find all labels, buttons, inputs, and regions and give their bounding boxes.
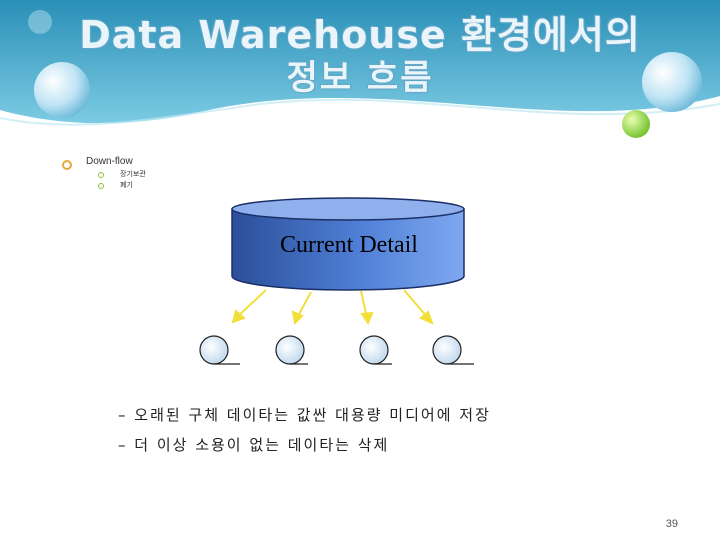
archive-disc-icons [200,336,474,364]
tape-disc-icon [276,336,308,364]
current-detail-label: Current Detail [234,232,464,259]
tape-disc-icon [433,336,474,364]
down-flow-arrows [233,290,432,323]
note-delete-unused-data: – 더 이상 소용이 없는 데이타는 삭제 [118,434,389,455]
tape-disc-icon [360,336,392,364]
note-archive-old-data: – 오래된 구체 데이타는 값싼 대용량 미디어에 저장 [118,404,491,425]
tape-disc-icon [200,336,240,364]
page-number: 39 [666,518,678,530]
